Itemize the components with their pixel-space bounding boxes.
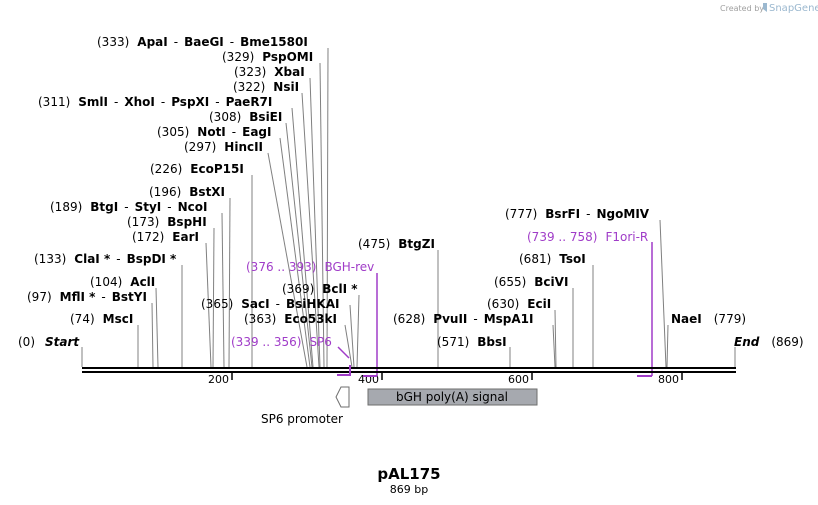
site-label-eari[interactable]: (172)EarI (132, 230, 199, 244)
primer-label-f1ori-r[interactable]: (739 .. 758)F1ori-R (527, 230, 648, 244)
site-label-hincii[interactable]: (297)HincII (184, 140, 263, 154)
site-label-btgzi[interactable]: (475)BtgZI (358, 237, 435, 251)
sp6-promoter-arrow[interactable] (335, 386, 350, 408)
site-label-xbai[interactable]: (323)XbaI (234, 65, 305, 79)
site-label-noti[interactable]: (305)NotI-EagI (157, 125, 271, 139)
site-label-ecii[interactable]: (630)EciI (487, 297, 551, 311)
map-length: 869 bp (390, 483, 428, 496)
site-label-bstxi[interactable]: (196)BstXI (149, 185, 225, 199)
site-label-tsoi[interactable]: (681)TsoI (519, 252, 586, 266)
site-label-saci[interactable]: (365)SacI-BsiHKAI (201, 297, 339, 311)
site-label-bsiei[interactable]: (308)BsiEI (209, 110, 282, 124)
end-label-start: (0)Start (18, 335, 80, 349)
snapgene-logo-icon (763, 3, 767, 12)
watermark-brand: SnapGene (769, 3, 818, 14)
site-label-msci[interactable]: (74)MscI (70, 312, 133, 326)
end-label-end: End(869) (734, 335, 804, 349)
primer-label-bgh-rev[interactable]: (376 .. 393)BGH-rev (246, 260, 374, 274)
site-label-mfli[interactable]: (97)MflI *-BstYI (27, 290, 147, 304)
site-label-bbsi[interactable]: (571)BbsI (437, 335, 507, 349)
site-label-acli[interactable]: (104)AclI (90, 275, 155, 289)
site-leader-lines (81, 47, 736, 368)
site-label-bsphi[interactable]: (173)BspHI (127, 215, 207, 229)
primer-label-sp6[interactable]: (339 .. 356)SP6 (231, 335, 332, 349)
site-label-bcivi[interactable]: (655)BciVI (494, 275, 568, 289)
watermark-prefix: Created by (720, 4, 764, 13)
bgh-polya-signal-label: bGH poly(A) signal (396, 390, 508, 404)
ruler-tick-200: 200 (208, 373, 229, 386)
sp6-promoter-label: SP6 promoter (261, 412, 343, 426)
site-label-pspomi[interactable]: (329)PspOMI (222, 50, 313, 64)
site-label-ecop15i[interactable]: (226)EcoP15I (150, 162, 244, 176)
site-label-clai[interactable]: (133)ClaI *-BspDI * (34, 252, 177, 266)
ruler-tick-400: 400 (358, 373, 379, 386)
site-label-bcli[interactable]: (369)BclI * (282, 282, 358, 296)
ruler-tick-800: 800 (658, 373, 679, 386)
restriction-site-labels: (333)ApaI-BaeGI-Bme1580I (329)PspOMI (32… (27, 35, 746, 349)
map-title: pAL175 (377, 465, 440, 483)
site-label-naei[interactable]: NaeI(779) (671, 312, 746, 326)
site-label-eco53ki[interactable]: (363)Eco53kI (244, 312, 337, 326)
primer-leader-lines (337, 242, 653, 376)
site-label-pvuii[interactable]: (628)PvuII-MspA1I (393, 312, 534, 326)
site-label-smli[interactable]: (311)SmlI-XhoI-PspXI-PaeR7I (38, 95, 272, 109)
site-label-btgi[interactable]: (189)BtgI-StyI-NcoI (50, 200, 207, 214)
site-label-nsii[interactable]: (322)NsiI (233, 80, 299, 94)
ruler-ticks (231, 372, 683, 380)
bgh-polya-signal-feature[interactable] (367, 388, 538, 406)
ruler-tick-600: 600 (508, 373, 529, 386)
primer-bar-sp6 (337, 365, 351, 376)
site-label-bsrfi[interactable]: (777)BsrFI-NgoMIV (505, 207, 650, 221)
primer-bars (337, 365, 652, 377)
site-label-apai[interactable]: (333)ApaI-BaeGI-Bme1580I (97, 35, 308, 49)
